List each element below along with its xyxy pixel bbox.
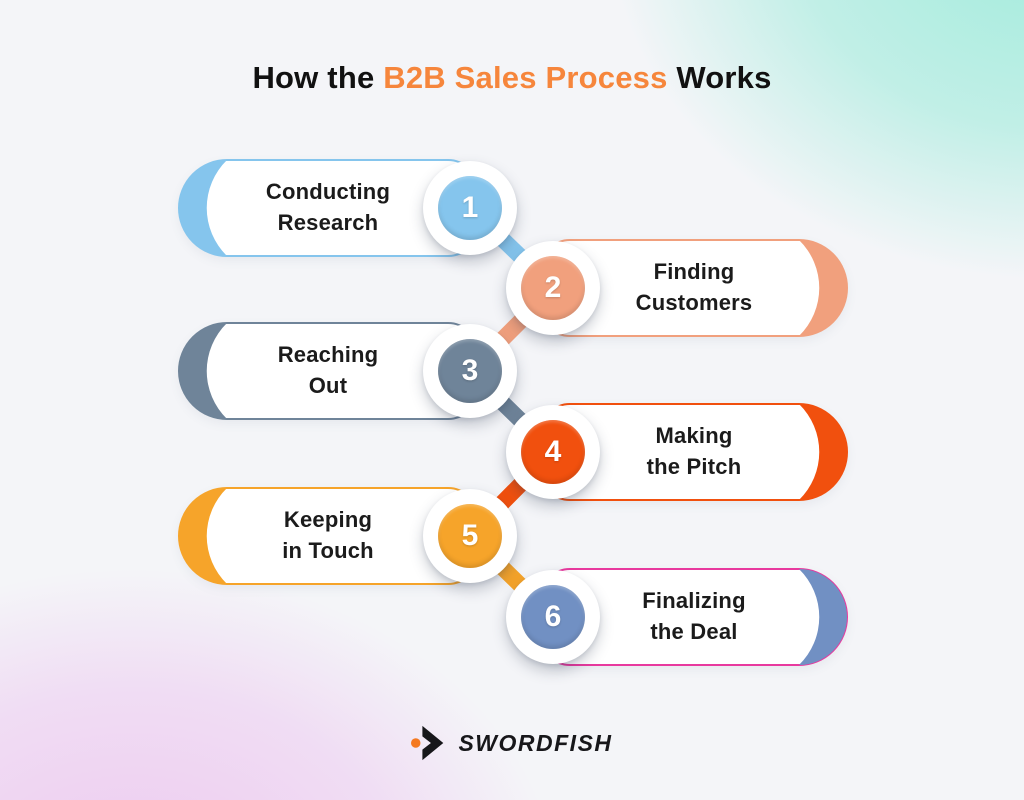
step-label-line1: Finding [653, 259, 735, 285]
step-number: 6 [544, 600, 562, 633]
step-label: Making the Pitch [647, 421, 742, 483]
step-label: Finding Customers [636, 257, 753, 319]
step-number: 4 [544, 435, 562, 468]
brand-name: SWORDFISH [458, 729, 613, 756]
step-label: Conducting Research [266, 177, 390, 239]
page-title: How the B2B Sales Process Works [0, 60, 1024, 96]
footer-logo: SWORDFISH [0, 722, 1024, 764]
step-number-badge: 4 [506, 405, 600, 499]
step-label-line1: Conducting [265, 179, 391, 205]
step-label-line2: Customers [635, 290, 753, 315]
step-number-disc: 1 [438, 176, 502, 240]
step-number: 1 [461, 191, 479, 224]
step-number: 5 [461, 519, 479, 552]
step-number-badge: 6 [506, 570, 600, 664]
pill-cap-shape [179, 488, 227, 584]
pill-cap-shape [799, 404, 847, 500]
step-label-line1: Reaching [277, 342, 379, 368]
pill-cap-shape [799, 240, 847, 336]
step-pill: Reaching Out [178, 322, 478, 420]
step-number-disc: 6 [521, 585, 585, 649]
step-pill: Finding Customers [540, 239, 848, 337]
step-number-disc: 3 [438, 339, 502, 403]
step-number-badge: 2 [506, 241, 600, 335]
step-label: Reaching Out [278, 340, 379, 402]
pill-cap-shape [179, 160, 227, 256]
step-label-line1: Keeping [283, 507, 373, 533]
step-label-line2: Research [277, 210, 379, 235]
step-number-disc: 4 [521, 420, 585, 484]
step-label: Keeping in Touch [282, 505, 374, 567]
title-prefix: How the [252, 60, 375, 95]
step-label-line1: Making [655, 423, 733, 449]
step-label-line2: in Touch [282, 538, 374, 563]
step-number-badge: 1 [423, 161, 517, 255]
title-highlight: B2B Sales Process [383, 60, 668, 95]
step-number: 3 [461, 354, 479, 387]
step-number-disc: 2 [521, 256, 585, 320]
step-label-line2: the Deal [650, 619, 738, 644]
step-number-badge: 5 [423, 489, 517, 583]
pill-cap-shape [179, 323, 227, 419]
step-number-badge: 3 [423, 324, 517, 418]
step-label: Finalizing the Deal [642, 586, 745, 648]
step-label-line2: the Pitch [646, 454, 742, 479]
swordfish-chevron-icon [411, 725, 444, 761]
step-number-disc: 5 [438, 504, 502, 568]
step-label-line2: Out [308, 373, 348, 398]
step-number: 2 [544, 271, 562, 304]
pill-cap-shape [799, 569, 847, 665]
title-suffix: Works [676, 60, 772, 95]
step-label-line1: Finalizing [642, 588, 746, 614]
